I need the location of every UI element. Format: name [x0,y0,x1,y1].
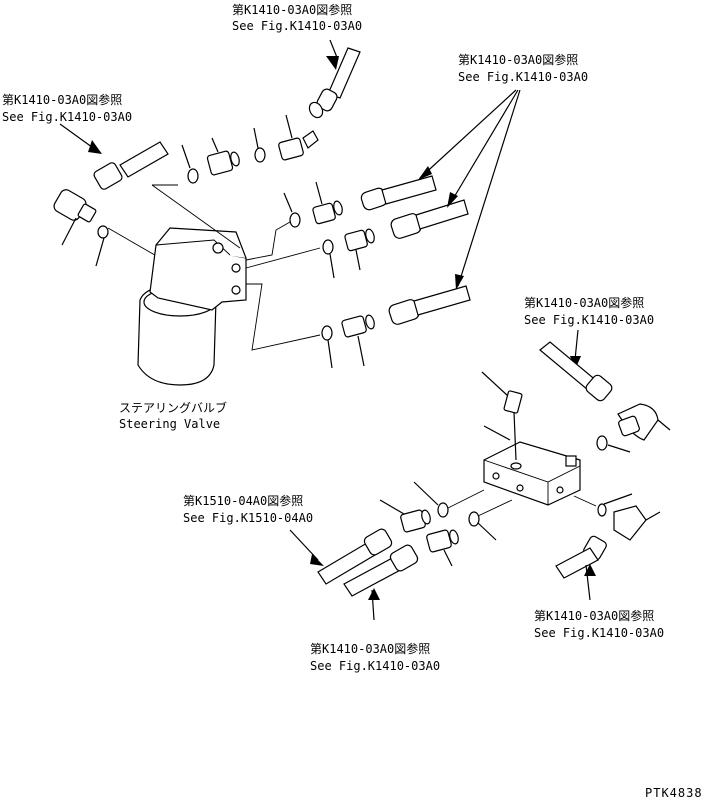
hose-right-3 [388,285,471,325]
ref-upper-right-en: See Fig.K1410-03A0 [458,70,588,84]
ref-left-jp: 第K1410-03A0図参照 [2,92,122,107]
oring-right-2 [322,239,335,279]
oring-left [95,225,161,267]
elbow-mid-right [617,403,671,441]
ref-k1510-jp: 第K1510-04A0図参照 [183,493,303,508]
oring-right-1 [283,192,301,228]
oring-mid-right [596,435,631,453]
leader-valve-upper [245,221,291,261]
ref-k1510-en: See Fig.K1510-04A0 [183,511,313,525]
oring-upper-2 [253,127,266,163]
ref-bottom-right-jp: 第K1410-03A0図参照 [534,608,654,623]
drawing-code: PTK4838 [645,786,703,800]
ref-top-jp: 第K1410-03A0図参照 [232,2,352,17]
hose-right-2 [390,199,469,239]
fitting-upper-2 [278,114,319,161]
fitting-lower-2 [426,529,459,567]
fitting-right-3 [341,314,375,367]
hose-lower-right [555,535,607,601]
fitting-right-2 [344,228,375,271]
fitting-right-1 [312,181,343,225]
ref-bottom-center-jp: 第K1410-03A0図参照 [310,641,430,656]
oring-lower-right [573,493,633,517]
steering-valve [137,184,247,386]
oring-right-3 [321,325,333,369]
ref-bottom-center-en: See Fig.K1410-03A0 [310,659,440,673]
valve-label-en: Steering Valve [119,417,220,431]
oring-lower-1 [413,481,485,518]
elbow-lower-right [613,505,661,541]
hose-mid-right [539,329,613,402]
leader-valve-mid [245,247,321,269]
hose-left [59,123,169,190]
elbow-left [53,189,97,246]
hose-top [308,39,361,119]
ref-mid-right-jp: 第K1410-03A0図参照 [524,295,644,310]
ref-bottom-right-en: See Fig.K1410-03A0 [534,626,664,640]
fitting-lower-1 [379,499,431,533]
hose-lower-2 [343,544,419,621]
hose-right-1 [360,175,437,211]
oring-lower-2 [468,499,513,541]
bolt-manifold [481,371,523,461]
ref-upper-right-jp: 第K1410-03A0図参照 [458,52,578,67]
ref-top-en: See Fig.K1410-03A0 [232,19,362,33]
ref-mid-right-en: See Fig.K1410-03A0 [524,313,654,327]
valve-label-jp: ステアリングバルブ [119,400,227,415]
manifold-block [483,425,581,506]
leaders-upper-right-ref [418,89,521,290]
oring-upper-1 [181,144,199,184]
ref-left-en: See Fig.K1410-03A0 [2,110,132,124]
hose-lower-1 [289,528,393,585]
fitting-upper-1 [206,137,240,176]
leader-valve-lower [246,283,321,351]
